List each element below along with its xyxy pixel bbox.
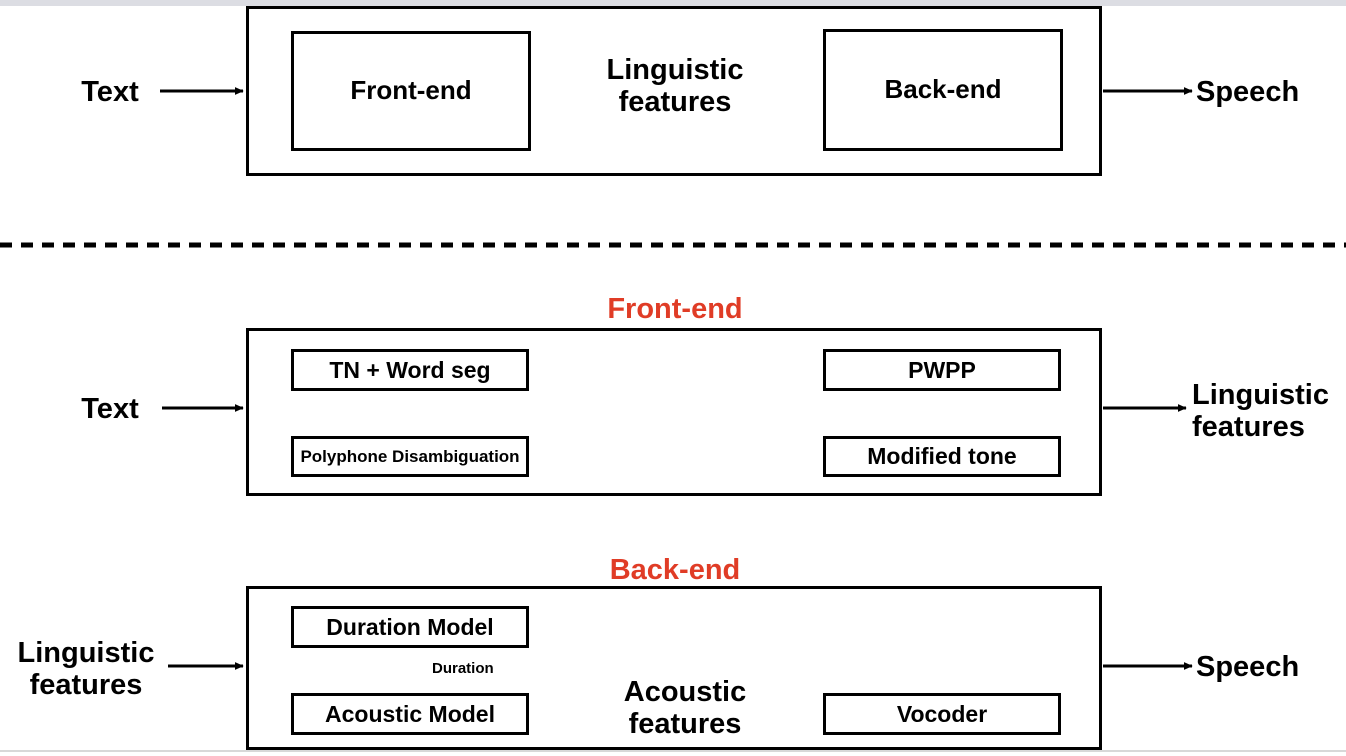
frontend-block-modified-tone-label: Modified tone [867, 443, 1017, 470]
backend-edge-duration-label: Duration [432, 660, 494, 677]
frontend-block-pwpp-label: PWPP [908, 356, 976, 383]
frontend-input-text-label: Text [81, 393, 139, 425]
frontend-section-title: Front-end [607, 293, 743, 325]
backend-block-vocoder-label: Vocoder [896, 700, 988, 727]
frontend-output-linguistic-features-label: Linguistic features [1192, 379, 1329, 444]
overview-input-text-label: Text [81, 76, 139, 108]
frontend-block-modified-tone[interactable]: Modified tone [823, 436, 1061, 477]
frontend-block-tn-word-seg[interactable]: TN + Word seg [291, 349, 529, 391]
overview-edge-linguistic-features-label: Linguistic features [606, 54, 744, 119]
backend-output-speech-label: Speech [1196, 651, 1300, 683]
overview-block-back-end-label: Back-end [884, 74, 1002, 105]
backend-block-vocoder[interactable]: Vocoder [823, 693, 1061, 735]
overview-block-back-end[interactable]: Back-end [823, 29, 1063, 151]
backend-block-duration-model[interactable]: Duration Model [291, 606, 529, 648]
frontend-block-polyphone-disambiguation[interactable]: Polyphone Disambiguation [291, 436, 529, 477]
frontend-block-pwpp[interactable]: PWPP [823, 349, 1061, 391]
backend-block-acoustic-model-label: Acoustic Model [325, 700, 495, 727]
overview-block-front-end-label: Front-end [350, 75, 472, 106]
page-bottom-edge [0, 750, 1346, 752]
overview-output-speech-label: Speech [1196, 76, 1300, 108]
frontend-block-polyphone-disambiguation-label: Polyphone Disambiguation [300, 446, 520, 466]
page-top-edge [0, 0, 1346, 6]
backend-section-title: Back-end [609, 554, 741, 586]
overview-block-front-end[interactable]: Front-end [291, 31, 531, 151]
backend-edge-acoustic-features-label: Acoustic features [623, 676, 747, 741]
backend-block-duration-model-label: Duration Model [326, 613, 494, 640]
backend-block-acoustic-model[interactable]: Acoustic Model [291, 693, 529, 735]
backend-input-linguistic-features-label: Linguistic features [17, 637, 155, 702]
frontend-block-tn-word-seg-label: TN + Word seg [329, 356, 491, 383]
